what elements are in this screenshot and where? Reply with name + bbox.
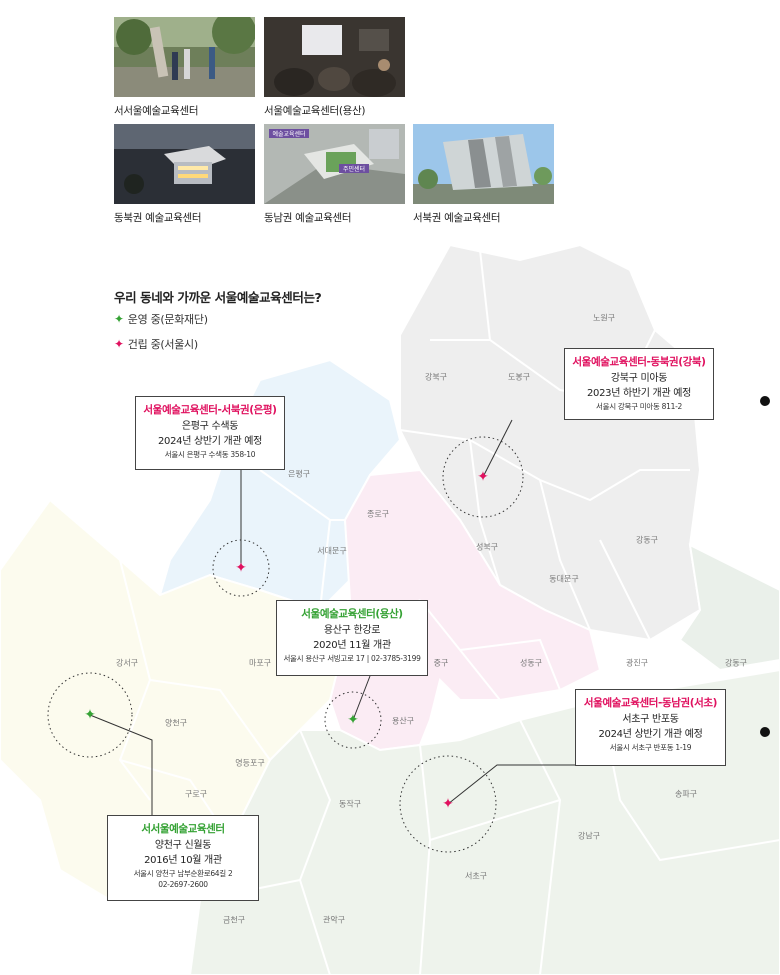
yangcheon-radius-circle — [47, 672, 133, 758]
district-label: 동작구 — [338, 799, 362, 809]
legend-label: 건립 중(서울시) — [127, 338, 198, 351]
seocho-star-marker[interactable]: ✦ — [442, 796, 454, 812]
callout-address: 서울시 양천구 남부순환로64길 2 — [133, 868, 233, 878]
yongsan-star-marker[interactable]: ✦ — [347, 712, 359, 728]
green-star-icon: ✦ — [114, 312, 124, 326]
district-label: 도봉구 — [507, 372, 531, 382]
callout-location: 양천구 신월동 — [154, 839, 212, 851]
legend-construction: ✦ 건립 중(서울시) — [114, 336, 198, 352]
district-label: 금천구 — [222, 915, 246, 925]
district-label: 양천구 — [164, 718, 188, 728]
seocho-connector — [447, 764, 575, 805]
callout-location: 서초구 반포동 — [622, 713, 679, 725]
callout-status: 2016년 10월 개관 — [144, 854, 222, 866]
district-label: 서초구 — [464, 871, 488, 881]
gangbuk-radius-circle — [442, 436, 524, 518]
photo-classroom-image — [264, 17, 405, 97]
photo-caption: 서울예술교육센터(용산) — [264, 105, 366, 117]
callout-title: 서울예술교육센터-서북권(은평) — [143, 404, 277, 416]
callout-address: 서울시 은평구 수색동 358-10 — [164, 449, 256, 459]
callout-location: 용산구 한강로 — [323, 624, 381, 636]
callout-status: 2024년 상반기 개관 예정 — [598, 728, 703, 740]
photo-caption: 동남권 예술교육센터 — [264, 212, 352, 224]
district-label: 동대문구 — [549, 574, 579, 584]
district-gangdong-region — [678, 543, 780, 672]
district-label: 은평구 — [287, 469, 311, 479]
district-label: 성북구 — [475, 542, 499, 552]
district-label: 송파구 — [674, 789, 698, 799]
callout-title: 서울예술교육센터-동남권(서초) — [583, 697, 718, 709]
district-label: 중구 — [433, 658, 449, 668]
photo-seoseoul[interactable]: 서서울예술교육센터 — [114, 17, 255, 117]
gangbuk-star-marker[interactable]: ✦ — [477, 469, 489, 485]
yangcheon-star-marker[interactable]: ✦ — [84, 707, 96, 723]
scroll-dot[interactable] — [760, 396, 770, 406]
photo-caption: 서북권 예술교육센터 — [413, 212, 501, 224]
district-label: 노원구 — [592, 313, 616, 323]
district-label: 광진구 — [625, 658, 649, 668]
callout-seocho[interactable]: 서울예술교육센터-동남권(서초) 서초구 반포동 2024년 상반기 개관 예정… — [575, 689, 726, 766]
eunpyeong-star-marker[interactable]: ✦ — [235, 560, 247, 576]
callout-phone: 02-2697-2600 — [158, 880, 208, 889]
callout-yongsan[interactable]: 서울예술교육센터(용산) 용산구 한강로 2020년 11월 개관 서울시 용산… — [276, 600, 428, 676]
callout-location: 강북구 미아동 — [610, 372, 668, 384]
district-label: 강서구 — [115, 658, 139, 668]
photo-yongsan[interactable]: 서울예술교육센터(용산) — [264, 17, 405, 117]
district-label: 용산구 — [391, 716, 415, 726]
photo-building-image — [413, 124, 554, 204]
district-label: 강동구 — [724, 658, 748, 668]
callout-status: 2024년 상반기 개관 예정 — [157, 435, 263, 447]
photo-seobuk[interactable]: 서북권 예술교육센터 — [413, 124, 554, 224]
photo-dongnam[interactable]: 예술교육센터 주민센터 동남권 예술교육센터 — [264, 124, 405, 224]
yangcheon-connector — [89, 714, 153, 815]
callout-status: 2023년 하반기 개관 예정 — [586, 387, 692, 399]
callout-title: 서울예술교육센터(용산) — [301, 608, 403, 620]
scroll-dot[interactable] — [760, 727, 770, 737]
callout-title: 서서울예술교육센터 — [141, 823, 225, 835]
photo-dongbuk[interactable]: 동북권 예술교육센터 — [114, 124, 255, 224]
gangbuk-connector — [482, 419, 513, 478]
yongsan-connector — [352, 675, 371, 721]
callout-status: 2020년 11월 개관 — [313, 639, 391, 651]
seocho-radius-circle — [399, 755, 497, 853]
yongsan-radius-circle — [324, 691, 382, 749]
photo-night-image — [114, 124, 255, 204]
district-label: 성동구 — [519, 658, 543, 668]
photo-caption: 서서울예술교육센터 — [114, 105, 199, 117]
photo-strip: 서서울예술교육센터 서울예술교육센터(용산) 동북권 예술교육센터 — [0, 0, 780, 240]
photo-label-arts: 예술교육센터 — [272, 130, 305, 138]
district-label: 종로구 — [366, 509, 390, 519]
district-label: 강남구 — [577, 831, 601, 841]
callout-eunpyeong[interactable]: 서울예술교육센터-서북권(은평) 은평구 수색동 2024년 상반기 개관 예정… — [135, 396, 285, 470]
district-label: 서대문구 — [317, 546, 347, 556]
district-label: 구로구 — [184, 789, 208, 799]
photo-park-image — [114, 17, 255, 97]
legend-operating: ✦ 운영 중(문화재단) — [114, 311, 208, 327]
callout-address: 서울시 용산구 서빙고로 17 | 02-3785-3199 — [283, 653, 421, 663]
callout-address: 서울시 강북구 미아동 811-2 — [596, 401, 682, 411]
district-label: 강동구 — [635, 535, 659, 545]
callout-yangcheon[interactable]: 서서울예술교육센터 양천구 신월동 2016년 10월 개관 서울시 양천구 남… — [107, 815, 259, 901]
callout-location: 은평구 수색동 — [181, 420, 239, 432]
map-heading: 우리 동네와 가까운 서울예술교육센터는? — [114, 290, 322, 305]
district-label: 강북구 — [424, 372, 448, 382]
district-label: 마포구 — [248, 658, 272, 668]
callout-gangbuk[interactable]: 서울예술교육센터-동북권(강북) 강북구 미아동 2023년 하반기 개관 예정… — [564, 348, 714, 420]
photo-caption: 동북권 예술교육센터 — [114, 212, 202, 224]
callout-address: 서울시 서초구 반포동 1-19 — [609, 742, 692, 752]
photo-aerial-image: 예술교육센터 주민센터 — [264, 124, 405, 204]
district-label: 관악구 — [322, 915, 346, 925]
legend-label: 운영 중(문화재단) — [127, 313, 208, 326]
photo-label-community: 주민센터 — [343, 165, 365, 173]
district-label: 영등포구 — [235, 758, 265, 768]
pink-star-icon: ✦ — [114, 337, 124, 351]
callout-title: 서울예술교육센터-동북권(강북) — [572, 356, 706, 368]
